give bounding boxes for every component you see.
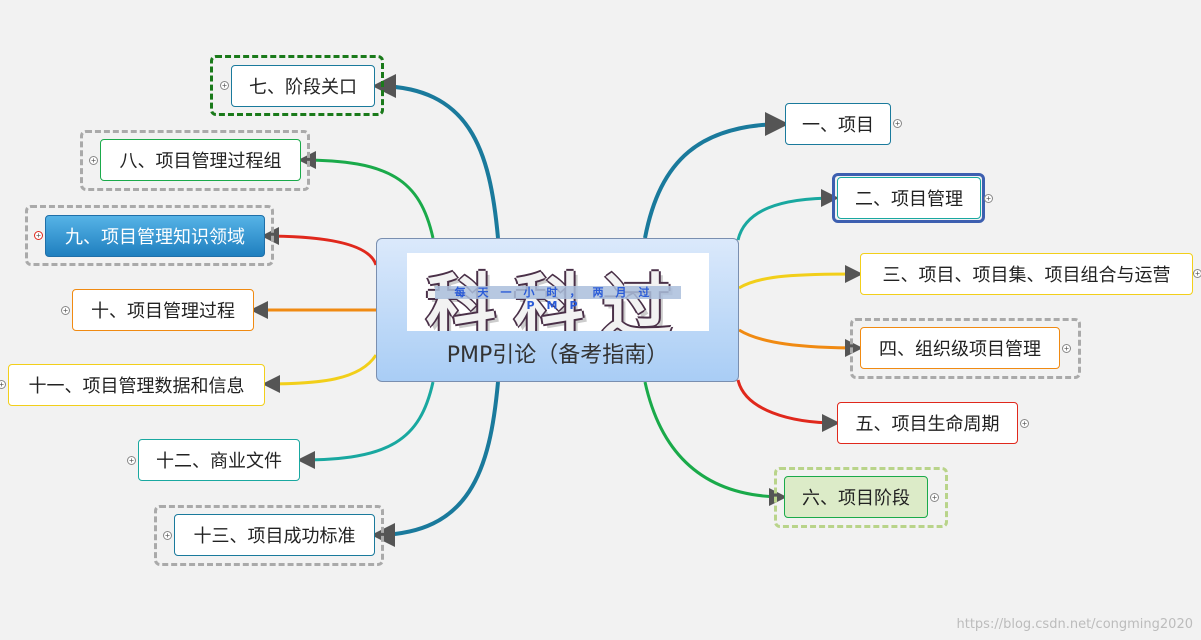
topic-b7[interactable]: 七、阶段关口	[231, 65, 375, 107]
dashed-frame	[774, 467, 948, 528]
topic-b5[interactable]: 五、项目生命周期	[837, 402, 1018, 444]
expand-icon[interactable]: +	[893, 119, 902, 128]
topic-b6[interactable]: 六、项目阶段	[784, 476, 928, 518]
topic-b4[interactable]: 四、组织级项目管理	[860, 327, 1060, 369]
topic-b3[interactable]: 三、项目、项目集、项目组合与运营	[860, 253, 1193, 295]
dashed-frame	[210, 55, 384, 116]
expand-icon[interactable]: +	[127, 456, 136, 465]
expand-icon[interactable]: +	[34, 231, 43, 240]
connector-b9	[261, 227, 378, 266]
dashed-frame	[80, 130, 310, 191]
selection-frame	[832, 173, 985, 223]
expand-icon[interactable]: +	[61, 306, 70, 315]
connector-b1	[643, 112, 789, 239]
expand-icon[interactable]: +	[1062, 344, 1071, 353]
expand-icon[interactable]: +	[930, 493, 939, 502]
topic-b13[interactable]: 十三、项目成功标准	[174, 514, 375, 556]
dashed-frame	[850, 318, 1081, 379]
connector-b5	[736, 379, 840, 432]
expand-icon[interactable]: +	[163, 531, 172, 540]
topic-b1[interactable]: 一、项目	[785, 103, 891, 145]
expand-icon[interactable]: +	[89, 156, 98, 165]
connector-b4	[738, 328, 863, 357]
expand-icon[interactable]: +	[0, 380, 6, 389]
dashed-frame	[154, 505, 384, 566]
logo: 科科过 每天一小时，两月过PMP	[407, 253, 709, 331]
topic-b12[interactable]: 十二、商业文件	[138, 439, 300, 481]
central-topic-title: PMP引论（备考指南）	[446, 343, 669, 368]
connector-b13	[371, 381, 500, 547]
connector-b11	[262, 354, 378, 393]
connector-b6	[643, 381, 787, 506]
connector-b8	[298, 151, 435, 239]
connector-b12	[297, 381, 435, 469]
topic-b2[interactable]: 二、项目管理	[837, 177, 981, 219]
watermark: https://blog.csdn.net/congming2020	[956, 617, 1193, 632]
topic-b9[interactable]: 九、项目管理知识领域	[45, 215, 265, 257]
central-topic[interactable]: 科科过 每天一小时，两月过PMP PMP引论（备考指南）	[376, 238, 739, 382]
topic-b10[interactable]: 十、项目管理过程	[72, 289, 254, 331]
dashed-frame	[25, 205, 274, 266]
connector-b3	[738, 265, 863, 290]
logo-subtitle: 每天一小时，两月过PMP	[435, 286, 681, 312]
expand-icon[interactable]: +	[984, 194, 993, 203]
expand-icon[interactable]: +	[220, 81, 229, 90]
topic-b8[interactable]: 八、项目管理过程组	[100, 139, 301, 181]
expand-icon[interactable]: +	[1020, 419, 1029, 428]
connector-b7	[372, 74, 500, 239]
expand-icon[interactable]: +	[1193, 269, 1201, 278]
connector-b2	[736, 189, 839, 241]
topic-b11[interactable]: 十一、项目管理数据和信息	[8, 364, 265, 406]
